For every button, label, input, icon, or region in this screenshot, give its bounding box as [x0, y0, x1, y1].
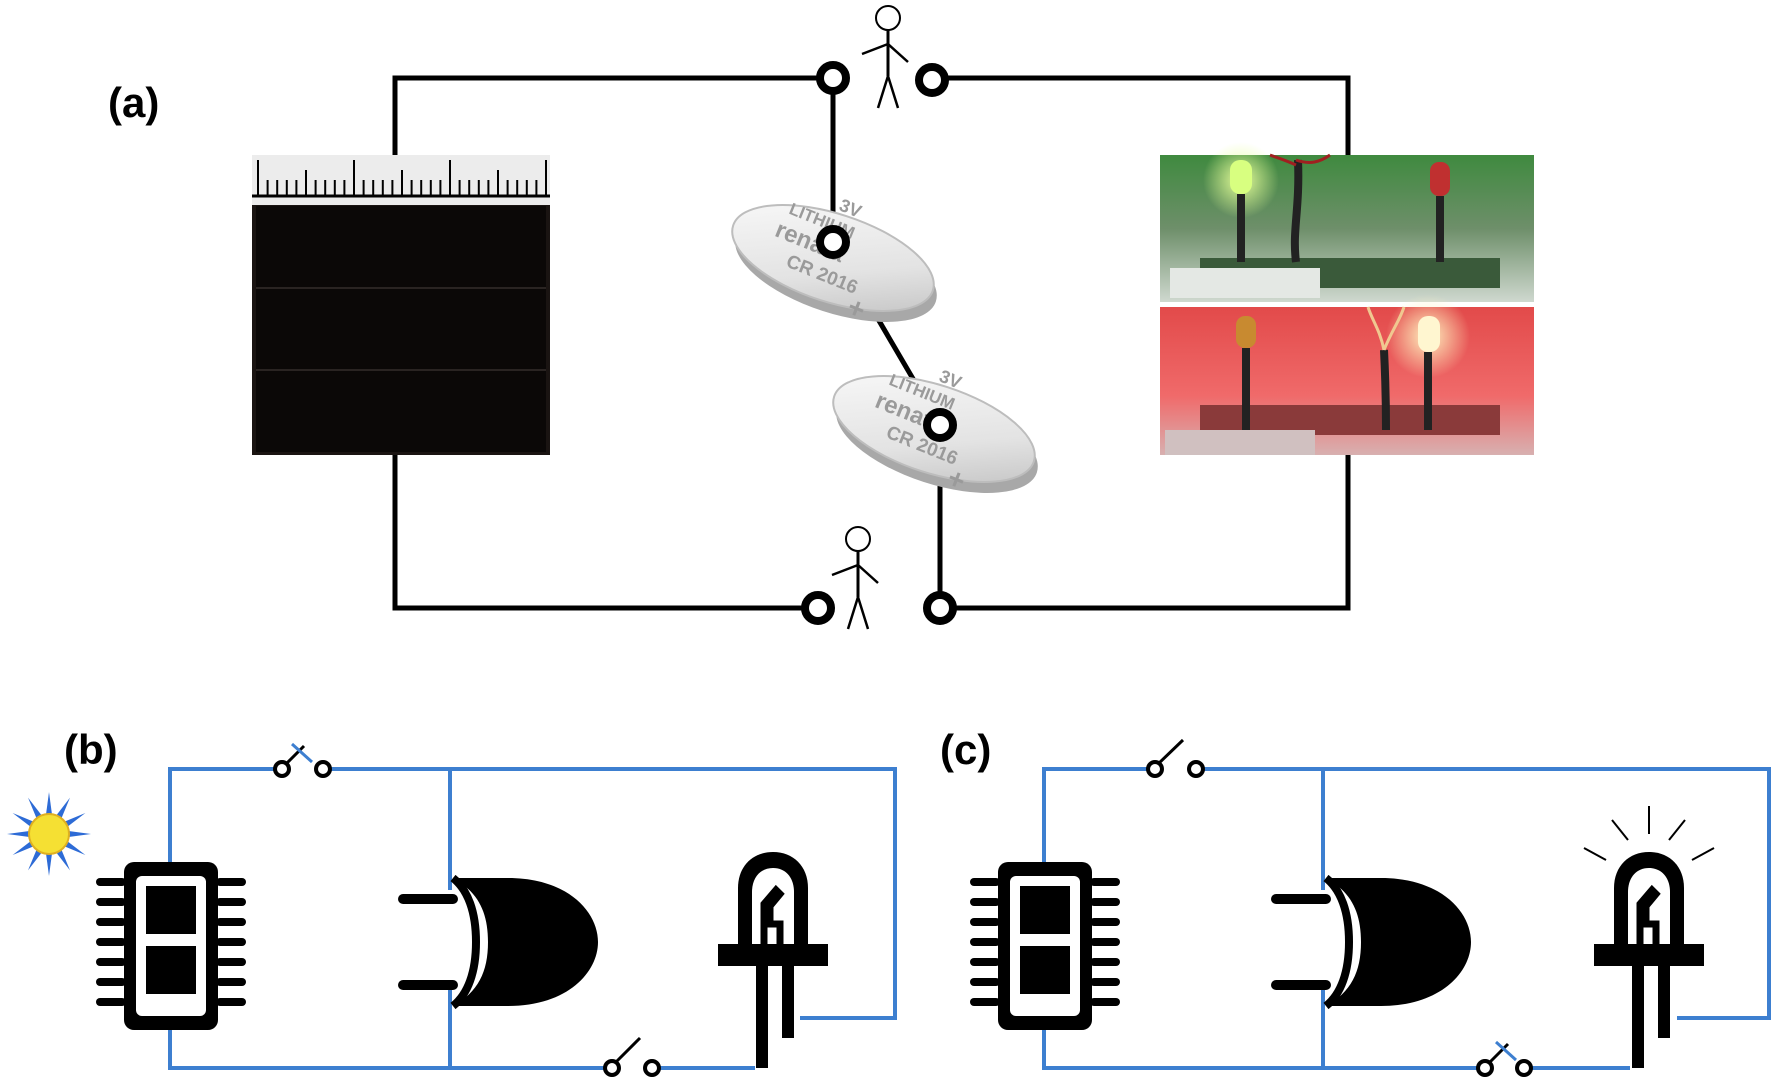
sun-ray: [28, 797, 43, 821]
capacitor-icon: [1271, 878, 1471, 1006]
sun-ray: [55, 847, 70, 871]
solar-chip-icon: [96, 862, 246, 1030]
panel-c-label: (c): [940, 726, 991, 773]
sun-ray: [55, 797, 70, 821]
switch-top-c: [1146, 738, 1205, 778]
panel-b-label: (b): [64, 726, 118, 773]
sun-ray: [45, 792, 53, 817]
capacitor-icon: [398, 878, 598, 1006]
panel-b: (b): [7, 726, 897, 1077]
terminal-bottom-right: [923, 591, 957, 625]
sun-icon: [7, 792, 91, 876]
solar-chip-icon: [970, 862, 1120, 1030]
switch-top-b: [273, 742, 332, 778]
terminal-top-left: [816, 61, 850, 95]
led-off-icon: [718, 852, 828, 1068]
panel-a: (a) 3V LITHIUM rena: [108, 4, 1534, 631]
solar-cell: [252, 155, 550, 455]
terminal-top-right: [915, 63, 949, 97]
led-on-icon: [1594, 852, 1704, 1068]
led-photo-green: [1160, 142, 1534, 302]
terminals-a: [801, 61, 957, 625]
sun-ray: [45, 851, 53, 876]
sun-ray: [12, 813, 36, 828]
terminal-coin-top: [816, 225, 850, 259]
terminal-coin-bottom: [923, 408, 957, 442]
led-photo-red: [1160, 294, 1534, 455]
sun-ray: [66, 830, 91, 838]
terminal-bottom-left: [801, 591, 835, 625]
circuit-wires-b: [168, 767, 897, 1070]
panel-c: (c): [940, 726, 1771, 1077]
sun-ray: [12, 840, 36, 855]
sun-ray: [62, 840, 86, 855]
stick-figure-top: [860, 4, 910, 110]
circuit-wires-c: [1042, 767, 1771, 1070]
stick-figure-bottom: [830, 525, 880, 631]
switch-bottom-b: [603, 1036, 661, 1077]
switch-bottom-c: [1476, 1040, 1533, 1077]
led-light-rays-icon: [1583, 806, 1715, 861]
sun-ray: [62, 813, 86, 828]
sun-ray: [28, 847, 43, 871]
sun-ray: [7, 830, 32, 838]
panel-a-label: (a): [108, 79, 159, 126]
